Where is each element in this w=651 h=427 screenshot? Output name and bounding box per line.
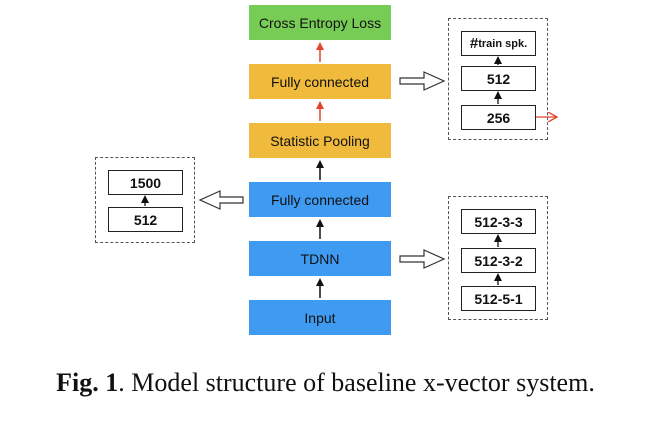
tdnn-label: TDNN	[300, 250, 340, 267]
fully-connected-bottom-label: Fully connected	[270, 191, 370, 208]
fc-left-512-box: 512	[108, 207, 183, 232]
fc-detail-256-box: 256	[461, 105, 536, 130]
tdnn-layer-512-3-3-box: 512-3-3	[461, 209, 536, 234]
fc-left-1500-label: 1500	[129, 174, 162, 191]
fc-left-512-label: 512	[133, 211, 158, 228]
hollow-arrow-to-right-bottom	[399, 249, 446, 269]
tdnn-layer-512-3-2-box: 512-3-2	[461, 248, 536, 273]
cross-entropy-loss-box: Cross Entropy Loss	[249, 5, 391, 40]
fc-detail-256-label: 256	[486, 109, 511, 126]
tdnn-box: TDNN	[249, 241, 391, 276]
figure-number: Fig. 1	[56, 368, 119, 397]
tdnn-layer-512-5-1-box: 512-5-1	[461, 286, 536, 311]
figure-caption-text: . Model structure of baseline x-vector s…	[118, 368, 595, 397]
statistic-pooling-box: Statistic Pooling	[249, 123, 391, 158]
tdnn-layer-512-3-2-label: 512-3-2	[474, 252, 523, 269]
fully-connected-top-label: Fully connected	[270, 73, 370, 90]
input-label: Input	[304, 309, 336, 326]
hollow-arrow-to-left	[198, 190, 244, 210]
figure-caption: Fig. 1. Model structure of baseline x-ve…	[0, 368, 651, 398]
train-spk-label: train spk.	[478, 37, 528, 50]
fully-connected-top-box: Fully connected	[249, 64, 391, 99]
fc-detail-512-box: 512	[461, 66, 536, 91]
tdnn-detail-group	[448, 196, 548, 320]
tdnn-layer-512-5-1-label: 512-5-1	[474, 290, 523, 307]
fc-left-detail-group	[95, 157, 195, 243]
hash-symbol: #	[469, 35, 479, 52]
fc-detail-512-label: 512	[486, 70, 511, 87]
cross-entropy-loss-label: Cross Entropy Loss	[258, 14, 382, 31]
input-box: Input	[249, 300, 391, 335]
tdnn-layer-512-3-3-label: 512-3-3	[474, 213, 523, 230]
hollow-arrow-to-right-top	[399, 71, 446, 91]
diagram-arrows	[141, 42, 651, 298]
fc-left-1500-box: 1500	[108, 170, 183, 195]
fc-detail-group	[448, 18, 548, 140]
train-spk-box: #train spk.	[461, 31, 536, 56]
fully-connected-bottom-box: Fully connected	[249, 182, 391, 217]
statistic-pooling-label: Statistic Pooling	[270, 132, 370, 149]
